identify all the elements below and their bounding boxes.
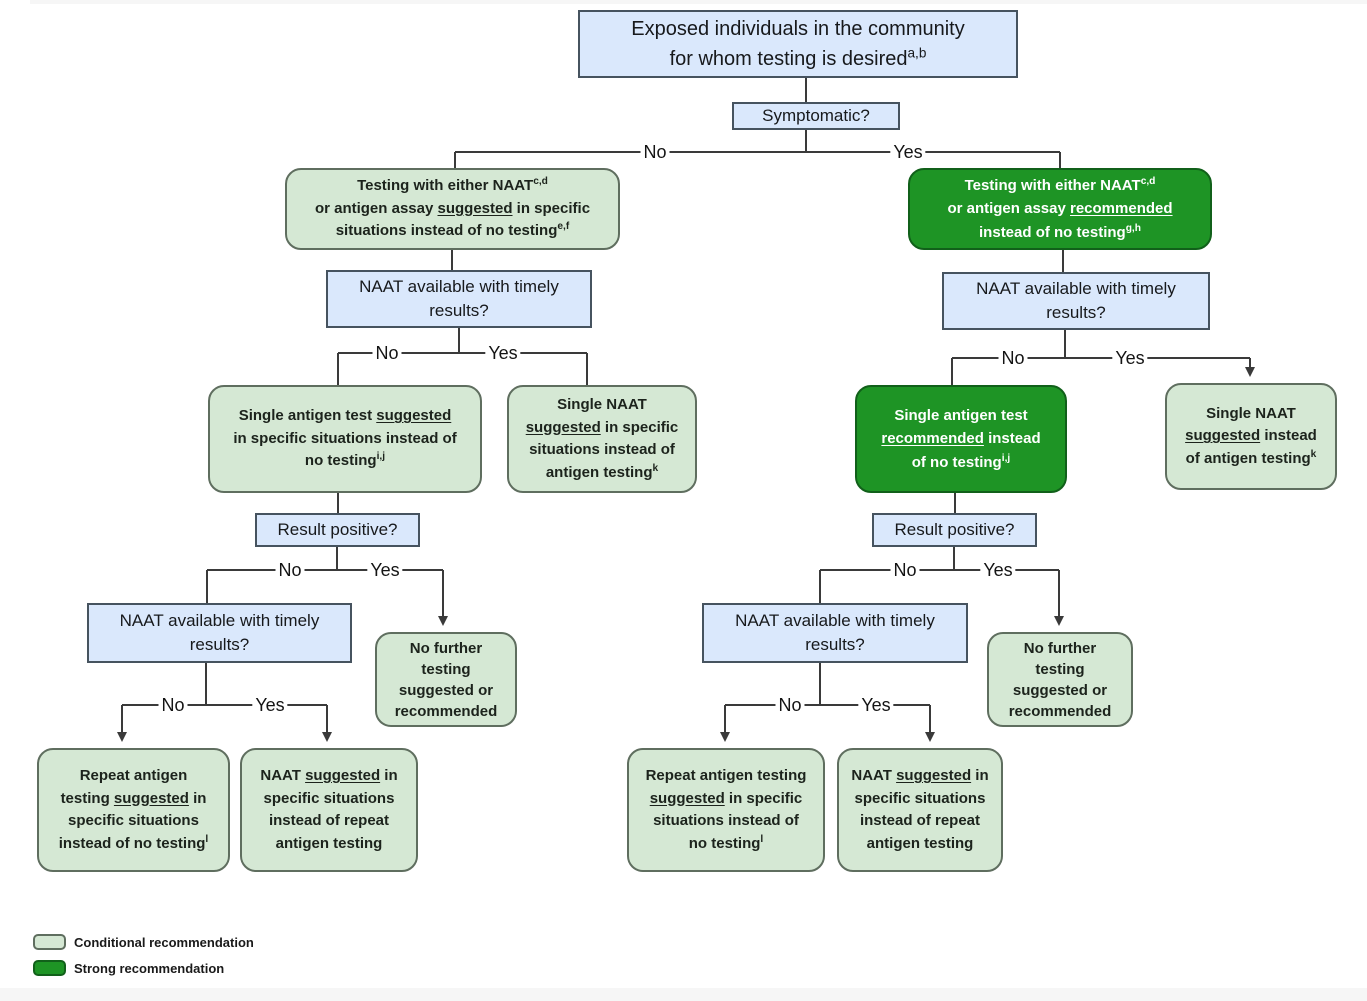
edge-label-yes-result-right: Yes (980, 561, 1016, 579)
node-result-positive-right: Result positive? (872, 513, 1037, 547)
legend-item-strong: Strong recommendation (33, 960, 224, 976)
edge-label-no-naat-right: No (998, 349, 1028, 367)
legend-label-conditional: Conditional recommendation (74, 934, 254, 950)
edge-label-yes-naat-right: Yes (1112, 349, 1148, 367)
edge-label-no-result-right: No (890, 561, 920, 579)
page-edge-bottom (0, 988, 1367, 1001)
node-result-positive-left: Result positive? (255, 513, 420, 547)
legend-label-strong: Strong recommendation (74, 960, 225, 976)
page-edge-top (30, 0, 1367, 4)
edge-label-yes-result-left: Yes (367, 561, 403, 579)
node-symptomatic-question: Symptomatic? (732, 102, 900, 130)
edge-label-no-symptomatic: No (640, 143, 670, 161)
conditional-swatch-icon (33, 934, 66, 950)
edge-label-no-naat2-left: No (158, 696, 188, 714)
edge-label-no-naat-left: No (372, 344, 402, 362)
edge-label-no-naat2-right: No (775, 696, 805, 714)
legend-item-conditional: Conditional recommendation (33, 934, 254, 950)
edge-label-yes-naat2-right: Yes (858, 696, 894, 714)
edge-label-no-result-left: No (275, 561, 305, 579)
edge-label-yes-symptomatic: Yes (890, 143, 926, 161)
edge-label-yes-naat2-left: Yes (252, 696, 288, 714)
edge-label-yes-naat-left: Yes (485, 344, 521, 362)
strong-swatch-icon (33, 960, 66, 976)
